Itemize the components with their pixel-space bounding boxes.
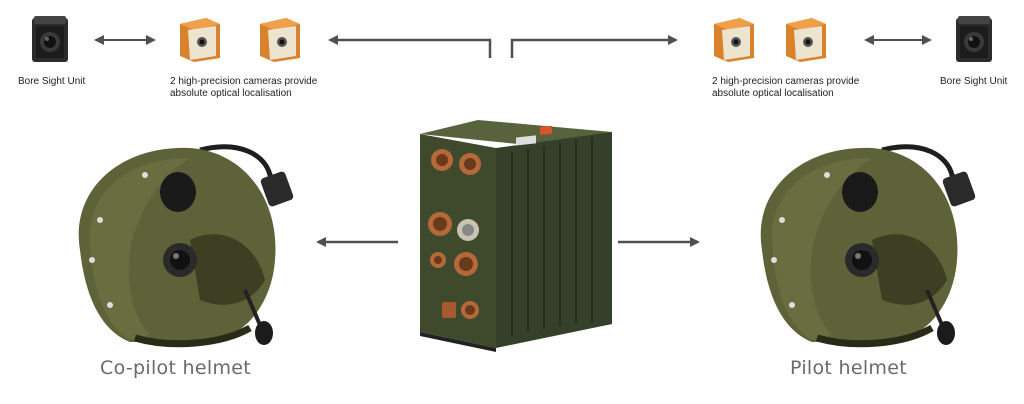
bore-sight-label-left: Bore Sight Unit — [18, 76, 86, 87]
pilot-helmet — [732, 130, 982, 355]
pilot-helmet-label: Pilot helmet — [790, 357, 907, 379]
arrow-center-to-right-cameras — [510, 35, 678, 58]
cameras-label-right-text: 2 high-precision cameras provide absolut… — [712, 76, 860, 99]
arrow-center-to-left-cameras — [328, 35, 492, 58]
optical-camera-icon — [180, 18, 220, 62]
bore-sight-unit-left — [30, 12, 70, 66]
camera-left-1 — [176, 14, 224, 64]
bore-sight-unit-right — [954, 12, 994, 66]
bore-sight-label-right: Bore Sight Unit — [940, 76, 1008, 87]
optical-camera-icon — [260, 18, 300, 62]
copilot-helmet — [50, 130, 300, 355]
bore-sight-unit-icon — [32, 16, 68, 62]
camera-right-2 — [782, 14, 830, 64]
cameras-label-right: 2 high-precision cameras provide absolut… — [712, 76, 859, 100]
pilot-helmet-icon — [78, 144, 294, 348]
camera-left-2 — [256, 14, 304, 64]
cameras-label-left: 2 high-precision cameras provide absolut… — [170, 76, 317, 100]
optical-camera-icon — [714, 18, 754, 62]
copilot-helmet-label: Co-pilot helmet — [100, 357, 251, 379]
cameras-label-left-text: 2 high-precision cameras provide absolut… — [170, 76, 318, 99]
tracking-computer-icon — [420, 120, 612, 352]
pilot-helmet-icon — [760, 144, 976, 348]
tracking-computer — [416, 118, 616, 353]
optical-camera-icon — [786, 18, 826, 62]
bore-sight-unit-icon — [956, 16, 992, 62]
camera-right-1 — [710, 14, 758, 64]
